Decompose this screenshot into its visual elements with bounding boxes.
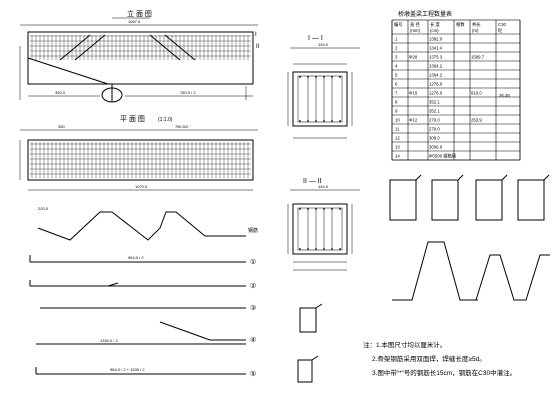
note-1: 注：1.本图尺寸均以厘米计。 xyxy=(363,342,447,349)
table-header-cell: 编号 xyxy=(394,21,403,28)
section-marker-2: II xyxy=(256,44,260,50)
section-2-title: II — II xyxy=(303,178,322,185)
table-cell-len: 1276.0 xyxy=(429,82,443,87)
table-cell-total: 1589.7 xyxy=(471,55,485,60)
stirrup-shapes xyxy=(389,174,550,221)
bar-3: ③ xyxy=(40,304,256,312)
table-cell-dia: Φ28 xyxy=(409,55,418,60)
dim-section-width-2: 144.0 xyxy=(318,184,329,189)
bent-bar-shape xyxy=(37,211,246,241)
table-cell-no: 7 xyxy=(395,91,398,96)
table-cell-len: 3006.0 xyxy=(429,145,443,150)
table-header-cell: (mm) xyxy=(410,28,421,33)
table-cell-no: 11 xyxy=(395,127,400,132)
dim-plan-bottom: 1070.0 xyxy=(135,184,148,189)
bar-1-length: 964.0 / 2 xyxy=(128,255,144,260)
table-header-cell: (cm) xyxy=(430,28,439,33)
table-cell-total: 253.9 xyxy=(471,118,482,123)
table-cell-len: 1364.2 xyxy=(429,64,443,69)
section-1-title: I — I xyxy=(308,35,323,42)
table-cell-len: 279.0 xyxy=(429,118,440,123)
table-header-cell: 长 度 xyxy=(430,21,440,28)
bar-4-length: 1340.0 / 2 xyxy=(100,338,119,343)
table-cell-no: 2 xyxy=(395,46,398,51)
dim-elevation-right: 780.0 / 2 xyxy=(180,90,196,95)
note-3: 3.图中带“*”号的钢筋长15cm，钢筋在C30中灌注。 xyxy=(372,370,517,377)
bent-bar-details xyxy=(392,241,550,301)
dim-elevation-left: 350.0 xyxy=(55,90,66,95)
section-marker-1: I xyxy=(255,32,257,38)
plan-scale: (1:1.0) xyxy=(158,117,173,123)
table-header-cell: 砼 xyxy=(498,27,503,33)
table-cell-len: 279.0 xyxy=(429,127,440,132)
table-header-cell: 根数 xyxy=(456,21,465,28)
bar-5-label: ⑤ xyxy=(250,370,256,378)
table-cell-concrete: 26.45 xyxy=(499,93,510,98)
table-header-cell: 直 径 xyxy=(410,21,420,27)
table-cell-no: 4 xyxy=(395,64,398,69)
plan-title: 平 面 图 xyxy=(120,115,145,123)
dim-section-width: 144.0 xyxy=(318,42,329,47)
table-cell-total: 810.0 xyxy=(471,91,482,96)
section-1-drawing xyxy=(287,63,353,139)
table-cell-no: 12 xyxy=(395,136,400,141)
bar-5-length: 964.0 / 2 + 1530 / 2 xyxy=(110,367,145,372)
stirrup-sketch-2 xyxy=(297,355,319,383)
table-cell-len: 1276.0 xyxy=(429,91,443,96)
table-cell-len: 1375.3 xyxy=(429,55,443,60)
dim-plan-top-right: 780.0/2 xyxy=(175,124,189,129)
table-cell-len: 1364.2 xyxy=(429,73,443,78)
stirrup-sketch-1 xyxy=(299,303,323,333)
table-cell-len: 308.0 xyxy=(429,136,440,141)
dim-plan-top-left: 350 xyxy=(58,124,65,129)
bar-4: 1340.0 / 2 ④ xyxy=(36,321,256,345)
bar-2: ② xyxy=(29,280,256,290)
elevation-beam xyxy=(27,31,254,103)
table-cell-no: 8 xyxy=(395,100,398,105)
table-cell-len: 352.1 xyxy=(429,100,440,105)
elevation-title: 立 面 图 xyxy=(127,9,152,18)
table-cell-dia: Φ16 xyxy=(409,91,418,96)
table-cell-len: 1341.4 xyxy=(429,46,443,51)
table-cell-len: 352.1 xyxy=(429,109,440,114)
section-2-drawing xyxy=(287,203,353,271)
table-cell-dia: Φ12 xyxy=(409,118,418,123)
table-title: 桥墩盖梁工程数量表 xyxy=(398,10,452,18)
table-cell-no: 6 xyxy=(395,82,398,87)
table-cell-len: Φ5506 钢筋网 xyxy=(429,153,456,160)
table-cell-no: 10 xyxy=(395,118,400,123)
bar-tag: 钢筋 xyxy=(248,227,258,234)
bar-1-label: ① xyxy=(250,258,256,266)
table-header-cell: 共长 xyxy=(472,21,481,28)
table-cell-no: 13 xyxy=(395,145,400,150)
table-header-cell: (m) xyxy=(472,28,479,33)
plan-beam xyxy=(27,139,254,181)
table-cell-no: 5 xyxy=(395,73,398,78)
table-cell-no: 14 xyxy=(395,154,400,159)
table-cell-len: 1392.0 xyxy=(429,37,443,42)
bar-3-label: ③ xyxy=(250,304,256,312)
table-cell-no: 3 xyxy=(395,55,398,60)
table-cell-no: 9 xyxy=(395,109,398,114)
bar-2-label: ② xyxy=(250,282,256,290)
dim-bar-segment: 220.0 xyxy=(38,206,49,211)
table-header-cell: C30 xyxy=(498,22,506,27)
bar-1: 964.0 / 2 ① xyxy=(29,255,256,266)
bar-5: 964.0 / 2 + 1530 / 2 ⑤ xyxy=(35,367,256,378)
table-cell-no: 1 xyxy=(395,37,398,42)
note-2: 2.骨架钢筋采用双面焊，焊缝长度≥5d。 xyxy=(372,356,486,363)
dim-elevation-top: 1067.0 xyxy=(128,19,141,24)
bar-4-label: ④ xyxy=(250,336,256,344)
